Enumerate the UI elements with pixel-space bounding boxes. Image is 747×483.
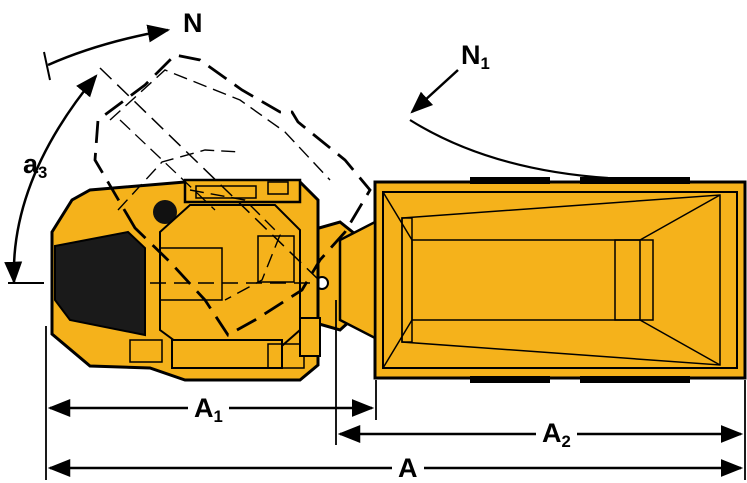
dump-body bbox=[373, 177, 747, 383]
turned-position-outline bbox=[93, 53, 372, 337]
dark-side-panel bbox=[54, 230, 146, 337]
label-a: A bbox=[392, 455, 424, 482]
label-n1: N1 bbox=[461, 40, 490, 73]
turning-arc-n1 bbox=[409, 69, 609, 180]
label-a2: A2 bbox=[536, 420, 577, 450]
label-a3: a3 bbox=[23, 149, 48, 182]
label-n: N bbox=[183, 8, 203, 38]
label-a1: A1 bbox=[188, 395, 229, 425]
articulation-angle-a3 bbox=[4, 74, 98, 285]
turning-arc-n bbox=[43, 24, 171, 81]
mirror bbox=[153, 200, 177, 224]
